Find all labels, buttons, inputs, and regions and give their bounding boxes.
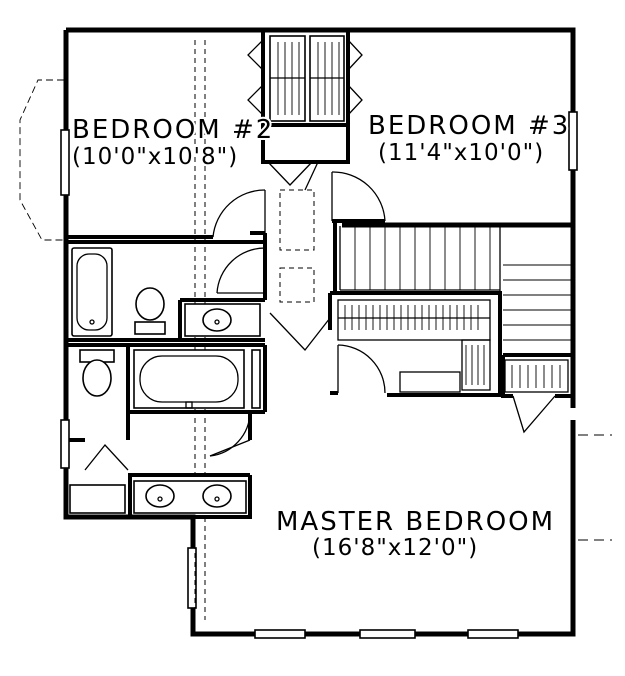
bedroom2-name: BEDROOM #2 [72, 115, 274, 145]
bath1-fixtures [71, 247, 261, 337]
door-swings [84, 171, 556, 471]
bedroom3-size: (11'4"x10'0") [378, 140, 544, 166]
bay-window [19, 79, 70, 241]
walk-in-closet [337, 299, 569, 393]
exterior-markers [578, 434, 612, 541]
staircase [339, 226, 573, 352]
master-bedroom-size: (16'8"x12'0") [312, 535, 478, 561]
bedroom3-name: BEDROOM #3 [368, 111, 570, 141]
master-bedroom-name: MASTER BEDROOM [276, 507, 555, 537]
bedroom2-size: (10'0"x10'8") [72, 144, 238, 170]
closet-doors [247, 35, 363, 191]
master-bath-fixtures [69, 349, 261, 514]
windows [60, 111, 578, 639]
interior-walls [66, 30, 573, 519]
